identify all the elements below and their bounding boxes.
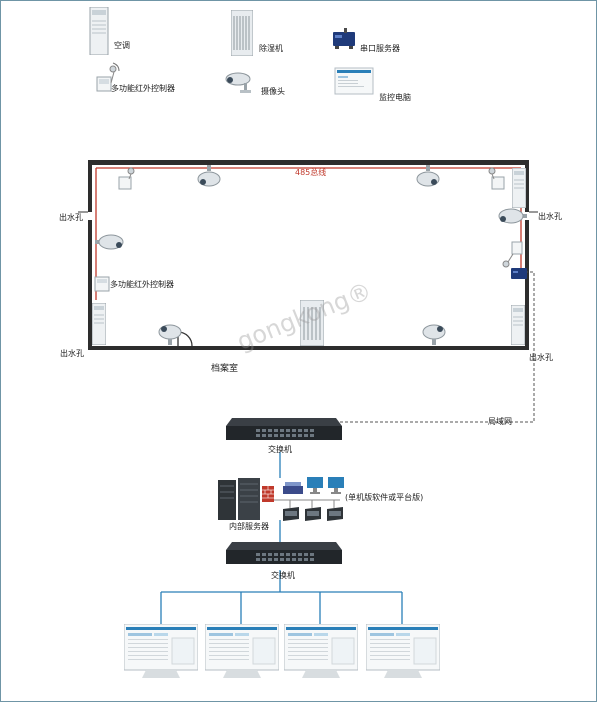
room-ir-controller-right-icon <box>502 241 523 268</box>
client-monitor-1-icon <box>124 624 198 678</box>
drain-right-top-label: 出水孔 <box>538 212 562 221</box>
room-ac-right-bottom-icon <box>511 305 525 345</box>
client-monitor-4-icon <box>366 624 440 678</box>
room-camera-2-icon <box>416 165 440 187</box>
serial-server-icon <box>333 28 355 49</box>
drain-right-bottom-label: 出水孔 <box>529 353 553 362</box>
legend-monitor-pc-label: 监控电脑 <box>379 93 411 102</box>
room-right-wall-bottom <box>525 220 529 350</box>
workstation-top-2-icon <box>307 477 323 494</box>
firewall-icon <box>262 486 274 502</box>
server-label: 内部服务器 <box>229 522 269 531</box>
room-ac-left-icon <box>92 303 106 345</box>
room-ir-controller-left-icon <box>94 276 110 292</box>
room-right-wall-top <box>525 160 529 212</box>
legend-camera-label: 摄像头 <box>261 87 285 96</box>
room-ir-controller-top-right-icon <box>488 167 505 190</box>
switch-top-icon <box>226 418 342 440</box>
bus-485-label: 485总线 <box>295 168 327 177</box>
drain-left-bottom-label: 出水孔 <box>60 349 84 358</box>
workstation-top-1-icon <box>283 482 303 494</box>
switch-bottom-icon <box>226 542 342 564</box>
software-label: (单机版软件或平台版) <box>345 493 424 502</box>
client-monitor-3-icon <box>284 624 358 678</box>
workstation-bottom-3-icon <box>327 507 343 521</box>
room-dehumidifier-icon <box>300 300 324 346</box>
legend-serial-server-label: 串口服务器 <box>360 44 400 53</box>
room-camera-1-icon <box>197 165 221 187</box>
workstation-top-3-icon <box>328 477 344 494</box>
switch-bottom-label: 交换机 <box>271 571 295 580</box>
room-ir-controller-top-left-icon <box>118 167 135 190</box>
camera-icon <box>225 72 251 93</box>
room-name-label: 档案室 <box>211 364 239 374</box>
air-conditioner-icon <box>89 7 109 55</box>
lan-label: 局域网 <box>488 417 512 426</box>
drain-left-top-label: 出水孔 <box>59 213 83 222</box>
legend-ir-controller-label: 多功能红外控制器 <box>111 84 175 93</box>
room-left-wall-bottom <box>88 220 92 350</box>
room-bottom-wall <box>88 346 529 350</box>
workstation-bottom-2-icon <box>305 507 321 521</box>
workstation-bottom-1-icon <box>283 507 299 521</box>
network-links <box>160 452 403 624</box>
switch-top-label: 交换机 <box>268 445 292 454</box>
room-top-wall <box>88 160 529 165</box>
room-left-wall-top <box>88 160 92 212</box>
room-camera-3-icon <box>95 234 124 250</box>
server-rack-icon <box>218 478 260 520</box>
dehumidifier-icon <box>231 10 253 56</box>
room-camera-5-icon <box>158 324 182 345</box>
ir-controller-icon <box>96 62 120 92</box>
room-ac-right-top-icon <box>512 168 526 208</box>
room-camera-4-icon <box>498 208 527 224</box>
room-serial-server-icon <box>511 268 527 279</box>
client-monitor-2-icon <box>205 624 279 678</box>
room-camera-6-icon <box>422 324 446 345</box>
monitor-pc-icon <box>334 67 374 95</box>
server-links <box>270 499 340 508</box>
room-ir-controller-label: 多功能红外控制器 <box>110 280 174 289</box>
legend-dehumidifier-label: 除湿机 <box>259 44 283 53</box>
legend-ac-label: 空调 <box>114 41 130 50</box>
